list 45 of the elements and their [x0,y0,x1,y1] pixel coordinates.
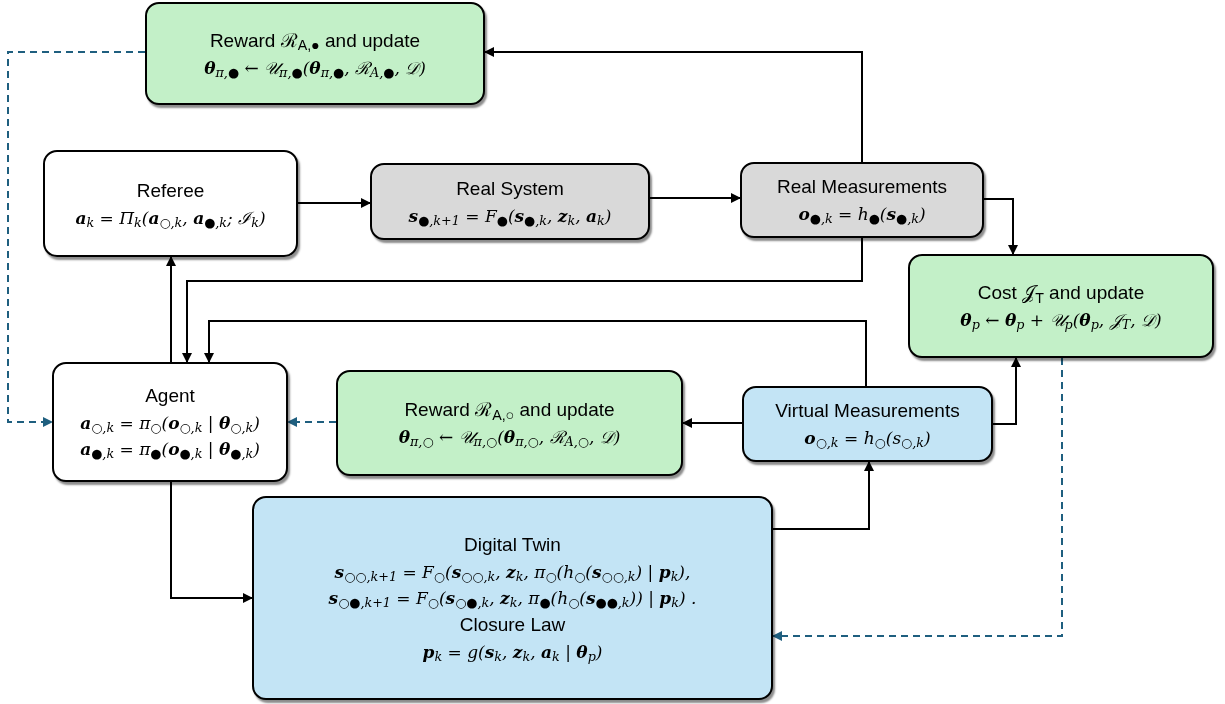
formula: s$_{○●,k+1}$ = F$_{○}$(s$_{○●,k}$, z$_{k}$, π$_{●}$(h$_{○}$(s$_{●●,k}$)) | p$_{k}$) . [328,587,697,611]
arrow [7,51,146,427]
formula: s$_{○○,k+1}$ = F$_{○}$(s$_{○○,k}$, z$_{k}$, π$_{○}$(h$_{○}$(s$_{○○,k}$) | p$_{k}$), [334,561,691,585]
formula: θ$_{π,●}$ ← 𝒰$_{π,●}$(θ$_{π,●}$, ℛ$_{A,●}$, 𝒟) [204,56,426,81]
process-box [370,163,650,240]
formula: a$_{k}$ = Π$_{k}$(a$_{○,k}$, a$_{●,k}$; ℐ$_{k}$) [75,206,266,231]
arrow [682,418,743,428]
process-box [52,362,288,482]
arrow [170,481,253,603]
process-box [740,162,984,238]
arrow [166,256,176,363]
process-box [336,370,683,476]
formula: θ$_{p}$ ← θ$_{p}$ + 𝒰$_{p}$(θ$_{p}$, 𝒥$_{T}$, 𝒟) [960,309,1162,333]
process-box [908,254,1214,358]
arrow [983,198,1018,255]
box-title: Virtual Measurements [775,399,960,423]
process-box [252,496,773,700]
box-title: Real Measurements [777,175,947,199]
formula: θ$_{π,○}$ ← 𝒰$_{π,○}$(θ$_{π,○}$, ℛ$_{A,○}$, 𝒟) [398,426,621,450]
formula: o$_{○,k}$ = h$_{○}$(s$_{○,k}$) [804,427,931,451]
arrow [772,357,1063,641]
arrow [204,320,867,387]
arrow [484,47,863,163]
process-box [145,2,485,105]
box-title: Real System [456,176,564,201]
process-box [742,386,993,462]
box-title: Reward ℛ$_{A,●}$ and update [209,28,421,55]
box-title: Reward ℛ$_{A,○}$ and update [404,398,615,424]
formula: a$_{●,k}$ = π$_{●}$(o$_{●,k}$ | θ$_{●,k}$) [80,438,260,462]
box-title: Cost 𝒥$_{T}$ and update [977,281,1145,307]
arrow [287,417,337,427]
arrow [297,198,371,208]
formula: a$_{○,k}$ = π$_{○}$(o$_{○,k}$ | θ$_{○,k}$) [80,412,260,436]
formula: p$_{k}$ = g(s$_{k}$, z$_{k}$, a$_{k}$ | θ$_{p}$) [422,641,603,665]
box-title: Closure Law [459,613,566,637]
box-title: Agent [145,384,195,408]
arrow [992,357,1021,425]
process-box [43,150,298,257]
box-title: Referee [136,178,205,203]
formula: s$_{●,k+1}$ = F$_{●}$(s$_{●,k}$, z$_{k}$, a$_{k}$) [408,204,612,229]
arrow [649,193,741,203]
arrow [182,237,863,363]
formula: o$_{●,k}$ = h$_{●}$(s$_{●,k}$) [798,203,926,227]
box-title: Digital Twin [464,533,561,557]
arrow [772,461,874,530]
